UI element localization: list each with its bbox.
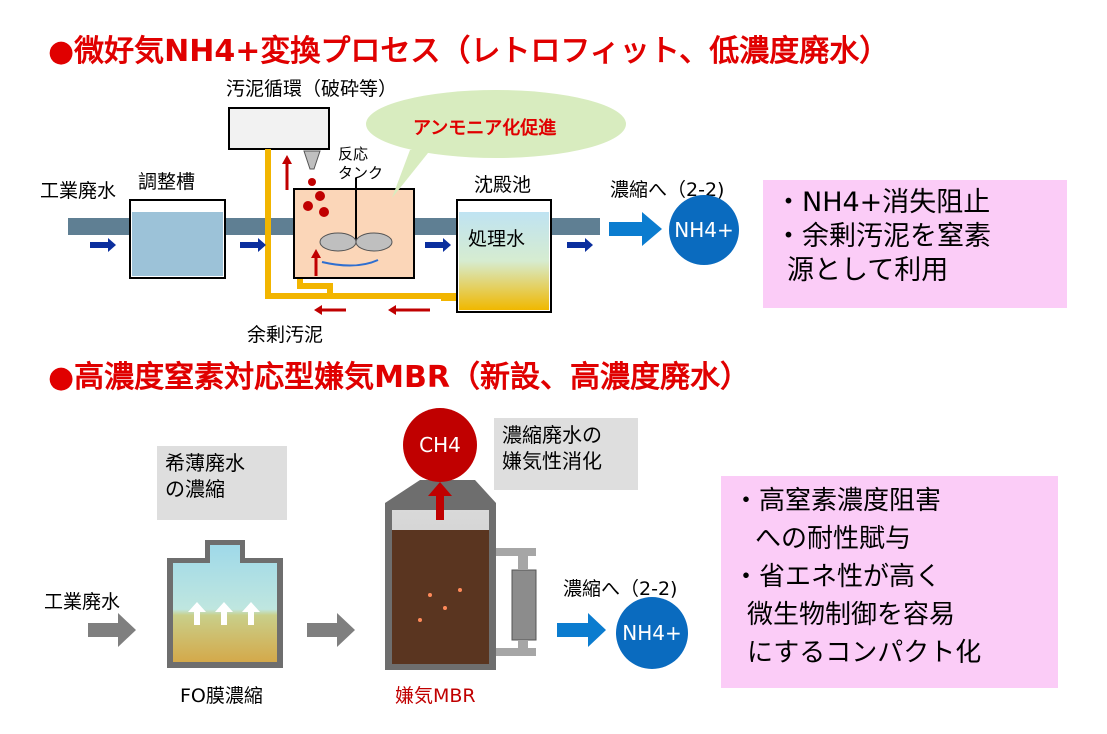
industrial-wastewater-label-1: 工業廃水 — [40, 180, 117, 202]
benefit2-5: にするコンパクト化 — [747, 638, 982, 668]
dilute-line-1: 希薄廃水 — [165, 451, 245, 475]
equalization-label: 調整槽 — [138, 171, 196, 193]
benefit-2: ・余剰汚泥を窒素 — [775, 221, 991, 252]
ch4-circle: CH4 — [403, 408, 477, 482]
section2-title: ●高濃度窒素対応型嫌気MBR（新設、高濃度廃水） — [48, 360, 750, 395]
impeller-right — [355, 232, 393, 252]
reaction-label-2: タンク — [338, 164, 384, 182]
to-concentration-label-2: 濃縮へ（2-2) — [563, 578, 678, 600]
benefit-3: 源として利用 — [787, 255, 949, 286]
fo-label: FO膜濃縮 — [180, 685, 263, 707]
membrane-module — [511, 569, 537, 641]
equalization-water — [132, 212, 223, 276]
mbr-label: 嫌気MBR — [395, 685, 476, 707]
sludge-circulation-label: 汚泥循環（破砕等） — [226, 78, 398, 100]
nh4-circle-1: NH4+ — [669, 195, 739, 265]
anaerobic-digestion-box: 濃縮廃水の 嫌気性消化 — [494, 418, 638, 490]
digestion-line-1: 濃縮廃水の — [502, 423, 602, 447]
dilute-line-2: の濃縮 — [165, 477, 225, 501]
sludge-return-pipe — [265, 149, 460, 299]
crusher-nozzle — [303, 150, 321, 170]
treated-water-label: 処理水 — [468, 228, 526, 250]
benefit-1: ・NH4+消失阻止 — [775, 187, 991, 218]
sludge-circulation-box — [228, 107, 330, 150]
benefit2-3: ・省エネ性が高く — [733, 562, 942, 592]
mbr-sludge — [392, 530, 489, 664]
benefits-box-2: ・高窒素濃度阻害 への耐性賦与 ・省エネ性が高く 微生物制御を容易 にするコンパ… — [721, 476, 1058, 688]
benefit2-2: への耐性賦与 — [755, 524, 912, 554]
ch4-label: CH4 — [419, 433, 461, 457]
sedimentation-label: 沈殿池 — [474, 174, 532, 196]
dilute-concentration-box: 希薄廃水 の濃縮 — [157, 446, 287, 520]
ammonification-label: アンモニア化促進 — [413, 118, 557, 139]
reaction-tank — [293, 188, 415, 279]
benefit2-4: 微生物制御を容易 — [747, 600, 956, 630]
digestion-line-2: 嫌気性消化 — [502, 449, 602, 473]
speech-bubble — [366, 90, 626, 158]
benefits-box-1: ・NH4+消失阻止 ・余剰汚泥を窒素 源として利用 — [763, 180, 1067, 308]
nh4-label-1: NH4+ — [674, 218, 734, 242]
industrial-wastewater-label-2: 工業廃水 — [44, 591, 121, 613]
excess-sludge-label: 余剰汚泥 — [247, 324, 324, 346]
reaction-label-1: 反応 — [338, 145, 369, 163]
arrow-to-concentration — [609, 212, 662, 246]
nh4-circle-2: NH4+ — [616, 597, 688, 669]
section1-title: ●微好気NH4+変換プロセス（レトロフィット、低濃度廃水） — [48, 34, 890, 69]
benefit2-1: ・高窒素濃度阻害 — [733, 486, 942, 516]
nh4-label-2: NH4+ — [622, 621, 682, 645]
